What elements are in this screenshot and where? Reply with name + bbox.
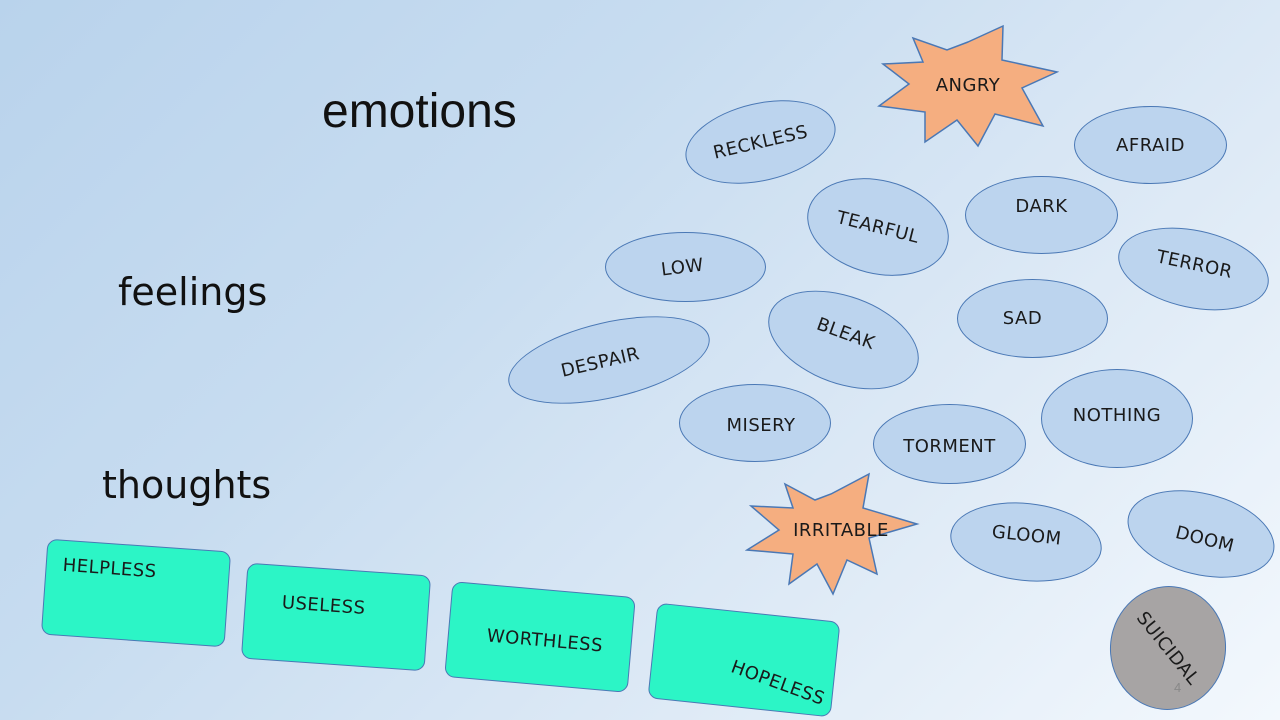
oval-nothing: NOTHING (1041, 369, 1193, 468)
heading-emotions: emotions (322, 85, 517, 138)
word-nothing: NOTHING (1072, 405, 1162, 426)
word-low: LOW (659, 253, 706, 281)
word-afraid: AFRAID (1116, 134, 1185, 156)
oval-suicidal: SUICIDAL (1103, 580, 1233, 716)
word-dark: DARK (1015, 195, 1068, 217)
oval-misery: MISERY (679, 384, 831, 462)
heading-feelings: feelings (118, 270, 268, 314)
page-number: 4 (1174, 680, 1182, 695)
word-sad: SAD (1002, 308, 1043, 329)
oval-terror: TERROR (1110, 214, 1277, 324)
oval-tearful: TEARFUL (796, 163, 960, 291)
oval-torment: TORMENT (873, 404, 1026, 484)
oval-sad: SAD (957, 279, 1108, 358)
oval-reckless: RECKLESS (677, 86, 844, 198)
oval-dark: DARK (965, 176, 1118, 254)
oval-gloom: GLOOM (946, 495, 1106, 589)
word-irritable: IRRITABLE (793, 520, 889, 541)
word-worthless: WORTHLESS (485, 625, 604, 657)
rect-hopeless: HOPELESS (647, 602, 841, 718)
word-suicidal: SUICIDAL (1132, 607, 1204, 689)
word-terror: TERROR (1154, 245, 1235, 283)
word-hopeless: HOPELESS (728, 656, 828, 710)
word-reckless: RECKLESS (711, 120, 810, 164)
rect-useless: USELESS (240, 562, 432, 672)
word-gloom: GLOOM (990, 520, 1063, 550)
word-bleak: BLEAK (813, 313, 878, 354)
word-misery: MISERY (726, 414, 796, 436)
word-torment: TORMENT (903, 435, 996, 457)
rect-worthless: WORTHLESS (444, 581, 636, 693)
word-despair: DESPAIR (558, 342, 642, 382)
oval-despair: DESPAIR (500, 299, 718, 421)
word-useless: USELESS (281, 592, 367, 620)
word-angry: ANGRY (935, 75, 1001, 96)
rect-helpless: HELPLESS (40, 538, 232, 648)
word-helpless: HELPLESS (62, 554, 158, 583)
word-doom: DOOM (1173, 521, 1237, 557)
oval-afraid: AFRAID (1074, 106, 1227, 184)
oval-low: LOW (605, 232, 766, 302)
word-tearful: TEARFUL (834, 206, 922, 248)
oval-doom: DOOM (1118, 476, 1280, 592)
star-angry: ANGRY (877, 24, 1059, 148)
star-irritable: IRRITABLE (745, 472, 925, 596)
heading-thoughts: thoughts (102, 463, 272, 507)
